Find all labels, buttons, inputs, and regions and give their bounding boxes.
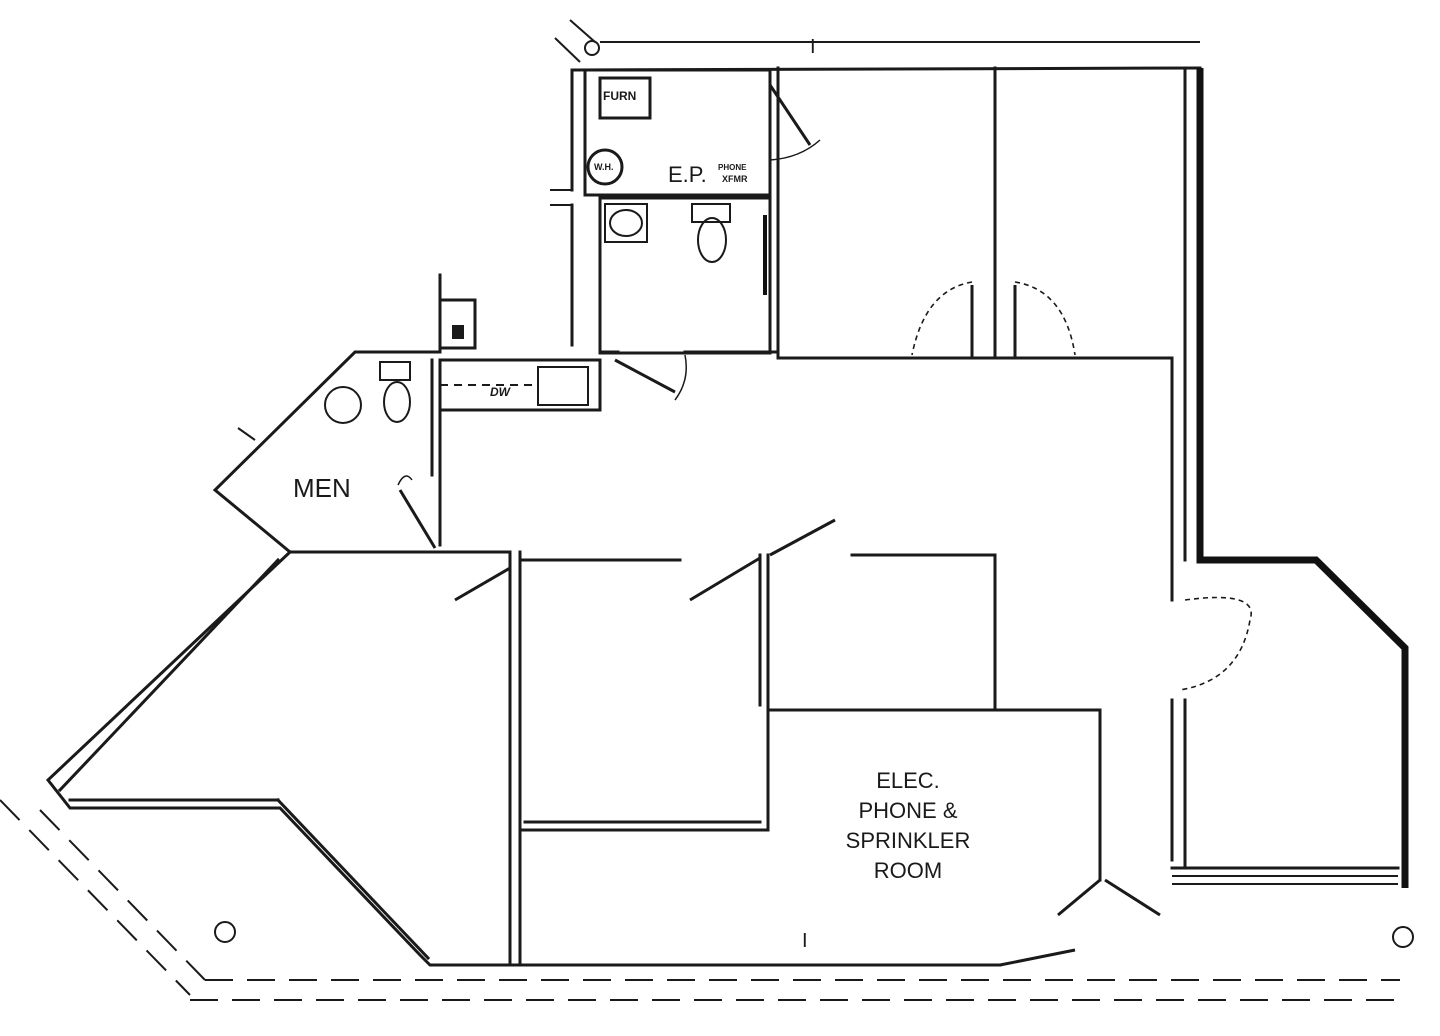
- kitchen-sink: [537, 366, 589, 406]
- furn-label: FURN: [603, 89, 637, 103]
- beam-marker-bottom: I: [802, 930, 808, 952]
- elec-room-label-2: PHONE &: [858, 798, 958, 823]
- elec-room-label-4: ROOM: [873, 858, 943, 883]
- exterior-right-wall: [1196, 68, 1409, 888]
- column-icon: [584, 40, 600, 56]
- furnace: [598, 76, 652, 120]
- phone-xfmr-label-2: XFMR: [722, 174, 748, 184]
- exterior-top-wall: [554, 19, 1202, 72]
- water-heater: [586, 148, 624, 186]
- mens-toilet: [383, 381, 411, 423]
- mens-room: [212, 350, 442, 554]
- phone-xfmr-label-1: PHONE: [718, 163, 747, 172]
- dishwasher-label: DW: [490, 385, 510, 399]
- water-heater-label: W.H.: [594, 162, 614, 172]
- elec-room-label-3: SPRINKLER: [845, 828, 971, 853]
- column-icon: [214, 921, 236, 943]
- ep-room: [583, 68, 772, 197]
- beam-marker-top: I: [810, 36, 816, 58]
- mens-sink: [324, 386, 362, 424]
- mens-room-label: MEN: [293, 473, 351, 503]
- sink-icon: [604, 203, 648, 243]
- column-icon: [1392, 926, 1414, 948]
- restroom-upper: [598, 196, 772, 355]
- ep-label: E.P.: [668, 162, 707, 187]
- toilet-icon: [697, 217, 727, 263]
- elec-room-label-1: ELEC.: [876, 768, 940, 793]
- exterior-left-wall: [45, 549, 1002, 967]
